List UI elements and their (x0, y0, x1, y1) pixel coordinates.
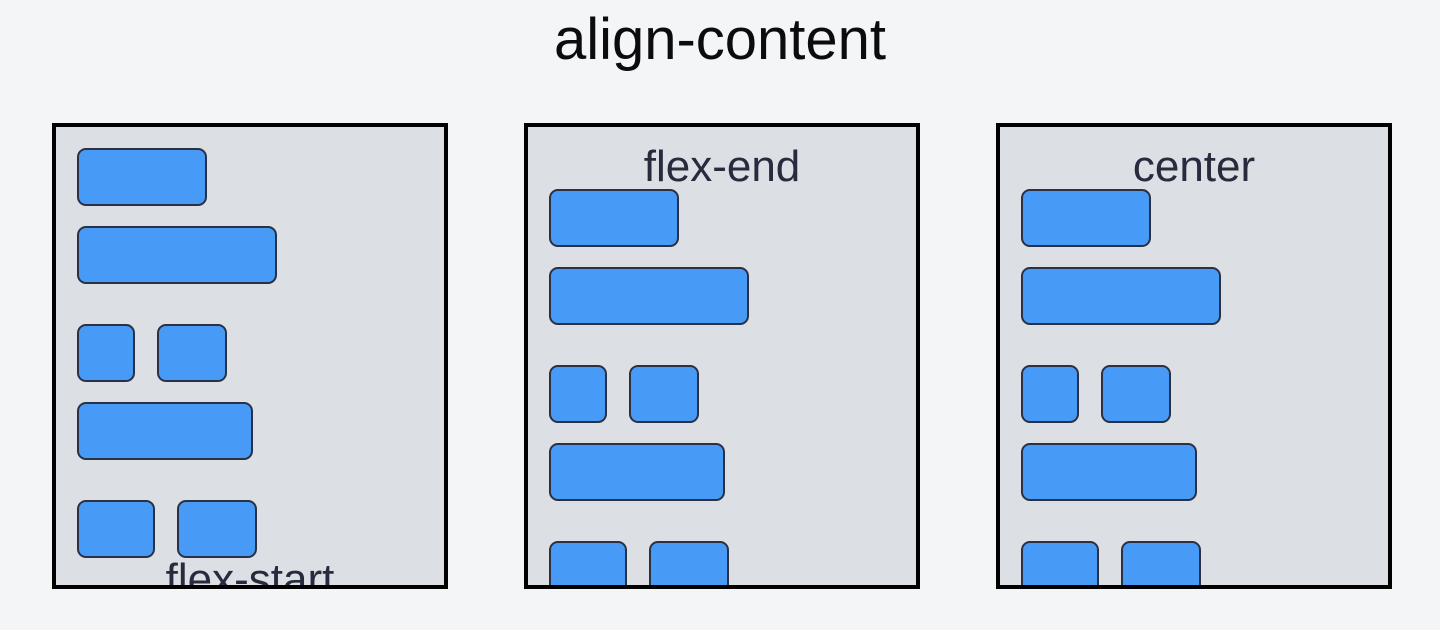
flex-item (549, 189, 679, 247)
flex-item (77, 324, 135, 382)
panel-items-center (1000, 189, 1388, 585)
flex-item (77, 500, 155, 558)
panel-flex-start: flex-start (52, 123, 448, 589)
flex-item (549, 365, 607, 423)
flex-item (1021, 267, 1221, 325)
flex-item (629, 365, 699, 423)
flex-item (1021, 541, 1099, 585)
panel-items-flex-start (56, 127, 444, 558)
flex-item (157, 324, 227, 382)
flex-item (549, 541, 627, 585)
flex-item (649, 541, 729, 585)
panel-items-flex-end (528, 189, 916, 585)
flex-item (549, 443, 725, 501)
flex-item (177, 500, 257, 558)
panel-label-flex-start: flex-start (165, 555, 335, 589)
flex-item (549, 267, 749, 325)
flex-item (77, 402, 253, 460)
flex-item (1021, 443, 1197, 501)
panel-label-flex-end: flex-end (643, 142, 801, 191)
flex-item (1021, 365, 1079, 423)
flex-item (1121, 541, 1201, 585)
flex-item (1101, 365, 1171, 423)
panel-flex-end: flex-end (524, 123, 920, 589)
panel-label-center: center (1132, 142, 1256, 191)
page-title: align-content (553, 7, 887, 72)
flex-item (77, 226, 277, 284)
flex-item (77, 148, 207, 206)
flex-item (1021, 189, 1151, 247)
panel-center: center (996, 123, 1392, 589)
panel-row: flex-start flex-end center (52, 123, 1392, 589)
